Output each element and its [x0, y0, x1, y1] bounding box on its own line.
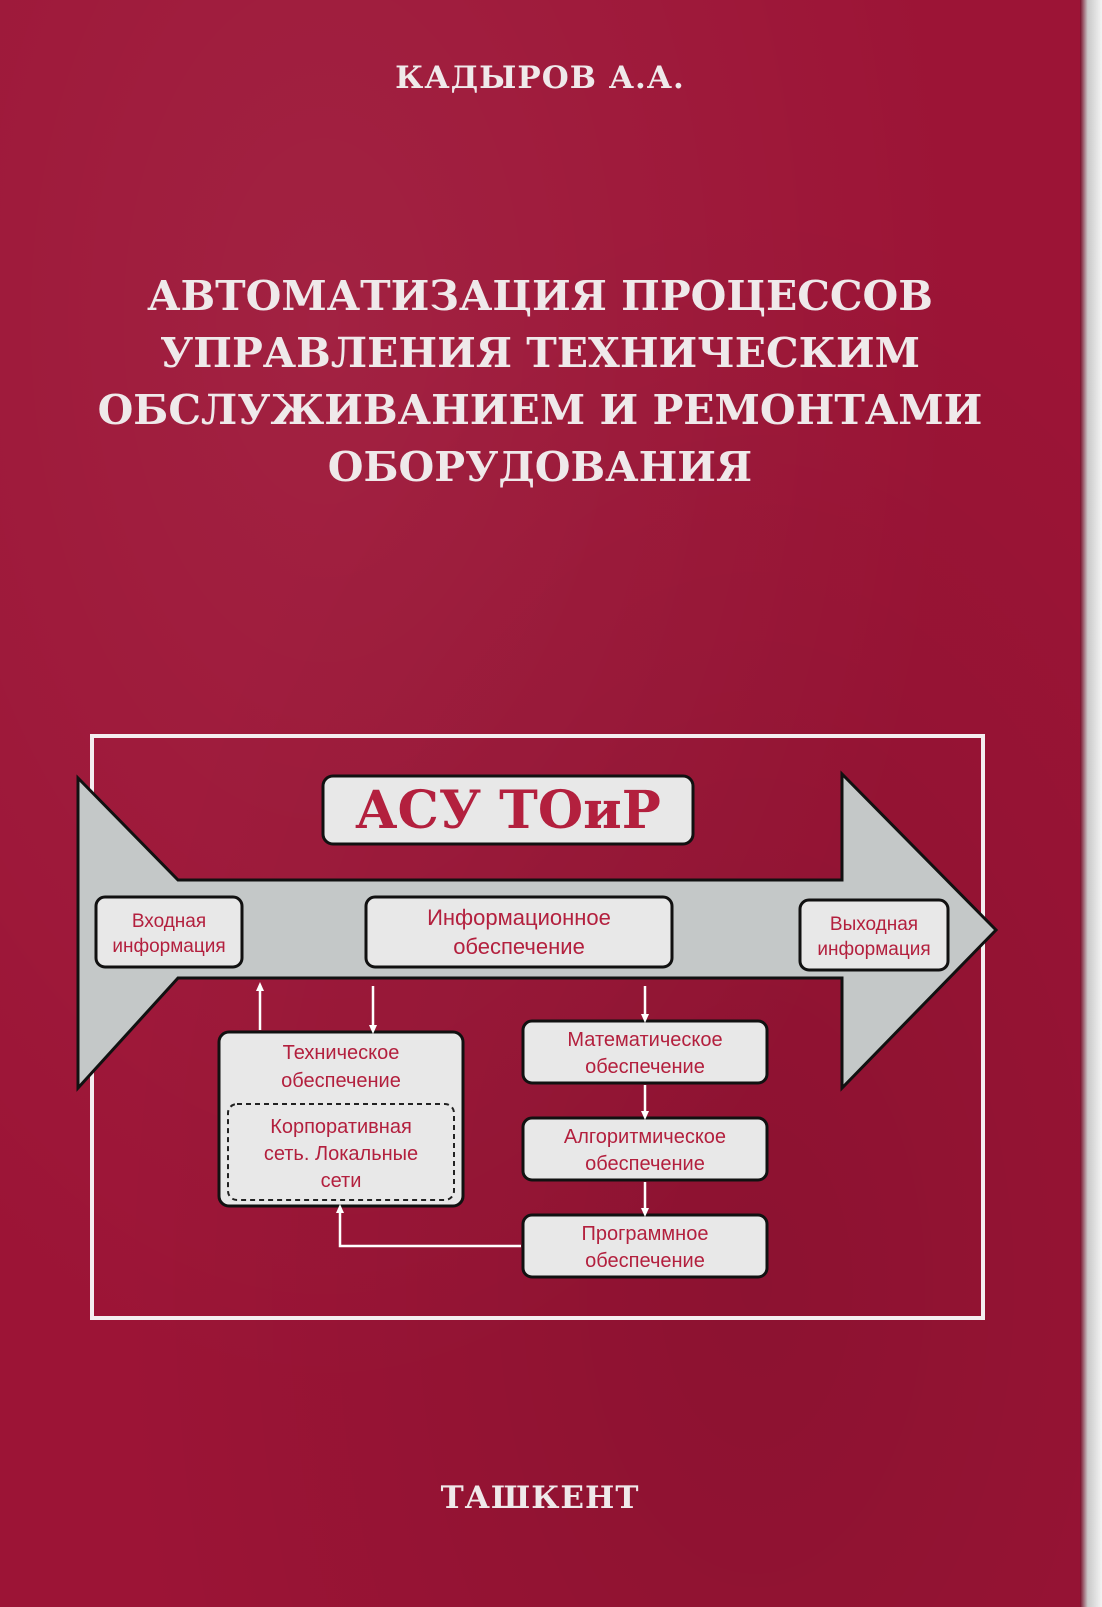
info-support-box	[364, 895, 674, 969]
info-support-line-2: обеспечение	[453, 934, 585, 959]
corp-network-line-1: Корпоративная	[270, 1116, 412, 1138]
input-info-line-1: Входная	[132, 911, 206, 932]
algo-support-line-1: Алгоритмическое	[564, 1126, 726, 1148]
soft-support-line-2: обеспечение	[585, 1250, 705, 1272]
diagram-header: АСУ ТОиР	[355, 780, 661, 841]
output-info-box	[798, 898, 950, 972]
output-info-line-1: Выходная	[830, 914, 918, 935]
input-info-box	[94, 895, 244, 969]
title-line-1: АВТОМАТИЗАЦИЯ ПРОЦЕССОВ	[147, 272, 933, 320]
header-box	[321, 774, 695, 846]
math-support-line-1: Математическое	[567, 1029, 722, 1051]
arrow-soft-to-tech	[336, 1204, 521, 1248]
tech-support-line-1: Техническое	[283, 1042, 400, 1064]
math-support-line-2: обеспечение	[585, 1056, 705, 1078]
corp-network-line-2: сеть. Локальные	[264, 1143, 418, 1165]
input-info-line-2: информация	[112, 936, 225, 957]
title-line-2: УПРАВЛЕНИЯ ТЕХНИЧЕСКИМ	[159, 329, 921, 377]
soft-support-line-1: Программное	[582, 1223, 709, 1245]
title-line-4: ОБОРУДОВАНИЯ	[327, 443, 753, 491]
corp-network-line-3: сети	[321, 1170, 362, 1192]
publication-city: ТАШКЕНТ	[440, 1480, 640, 1516]
info-support-line-1: Информационное	[427, 905, 611, 930]
output-info-line-2: информация	[817, 939, 930, 960]
corp-network-box	[227, 1103, 455, 1201]
book-title: АВТОМАТИЗАЦИЯ ПРОЦЕССОВ УПРАВЛЕНИЯ ТЕХНИ…	[40, 268, 1040, 496]
author-name: КАДЫРОВ А.А.	[395, 60, 685, 96]
title-line-3: ОБСЛУЖИВАНИЕМ И РЕМОНТАМИ	[97, 386, 983, 434]
connector-arrows	[256, 982, 649, 1248]
page-edge	[1080, 0, 1102, 1607]
tech-support-line-2: обеспечение	[281, 1070, 401, 1092]
algo-support-line-2: обеспечение	[585, 1153, 705, 1175]
